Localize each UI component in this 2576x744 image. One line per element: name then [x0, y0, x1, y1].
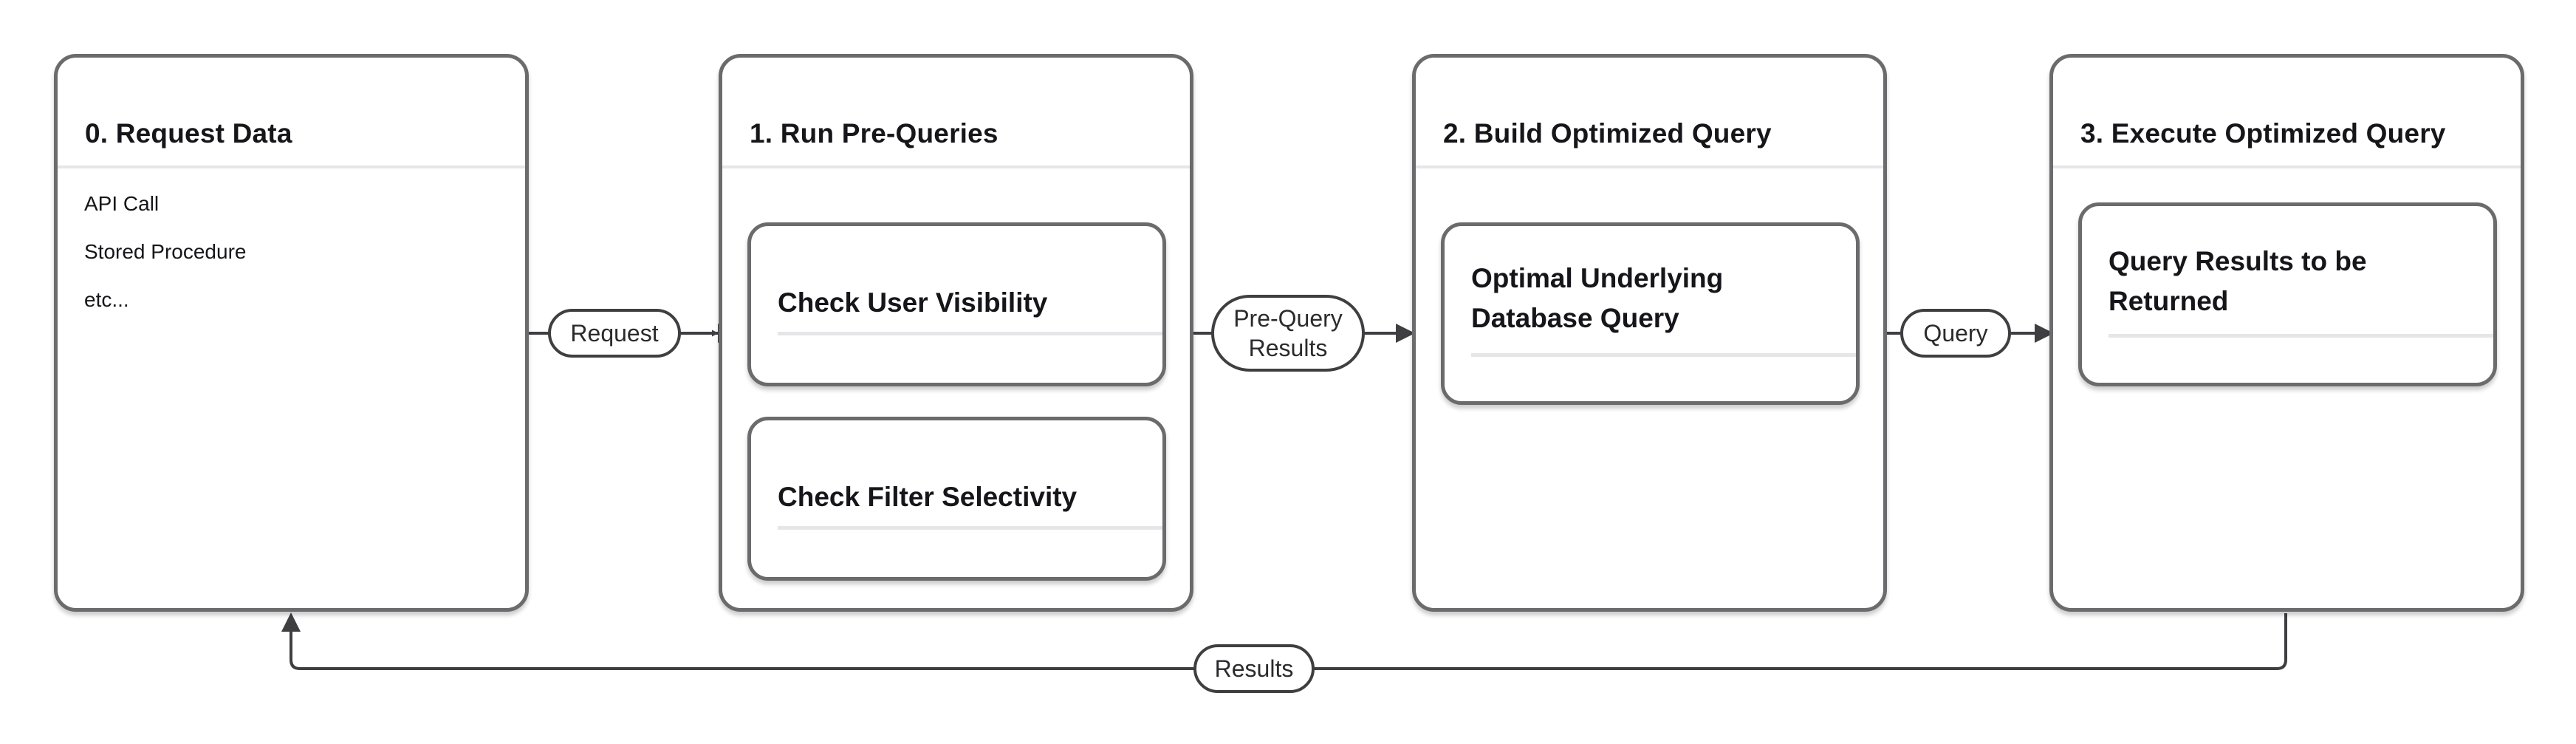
card-label: Optimal Underlying Database Query [1471, 263, 1724, 333]
detail-api-call: API Call [84, 192, 160, 215]
card-check-filter-selectivity: Check Filter Selectivity [747, 417, 1166, 581]
card-query-results-to-be-returned: Query Results to be Returned [2078, 202, 2497, 386]
arrowhead-query [2035, 324, 2054, 343]
stage-title: 2. Build Optimized Query [1443, 118, 1772, 149]
label-request: Request [548, 309, 681, 358]
card-divider [2109, 334, 2493, 338]
arrowhead-results [281, 612, 301, 632]
detail-stored-procedure: Stored Procedure [84, 240, 247, 263]
stage-title: 1. Run Pre-Queries [750, 118, 998, 149]
card-label: Check Filter Selectivity [778, 482, 1078, 512]
label-pre-query-results: Pre-Query Results [1211, 295, 1365, 372]
stage-title: 3. Execute Optimized Query [2080, 118, 2446, 149]
stage-build-optimized-query: 2. Build Optimized Query Optimal Underly… [1412, 54, 1887, 612]
card-check-user-visibility: Check User Visibility [747, 222, 1166, 386]
stage-divider [1416, 165, 1883, 168]
stage-execute-optimized-query: 3. Execute Optimized Query Query Results… [2049, 54, 2524, 612]
stage-divider [58, 165, 525, 168]
stage-divider [2053, 165, 2521, 168]
label-results: Results [1193, 644, 1315, 693]
arrowhead-pre-query-results [1396, 324, 1415, 343]
card-divider [778, 526, 1162, 530]
card-divider [1471, 353, 1856, 357]
stage-divider [722, 165, 1190, 168]
card-optimal-underlying-database-query: Optimal Underlying Database Query [1441, 222, 1860, 405]
stage-request-data: 0. Request Data API Call Stored Procedur… [54, 54, 529, 612]
stage-run-pre-queries: 1. Run Pre-Queries Check User Visibility… [719, 54, 1193, 612]
label-query: Query [1900, 309, 2011, 358]
stage-title: 0. Request Data [85, 118, 292, 149]
card-label: Check User Visibility [778, 287, 1048, 318]
card-divider [778, 332, 1162, 335]
detail-etc: etc... [84, 288, 129, 311]
card-label: Query Results to be Returned [2109, 246, 2367, 316]
